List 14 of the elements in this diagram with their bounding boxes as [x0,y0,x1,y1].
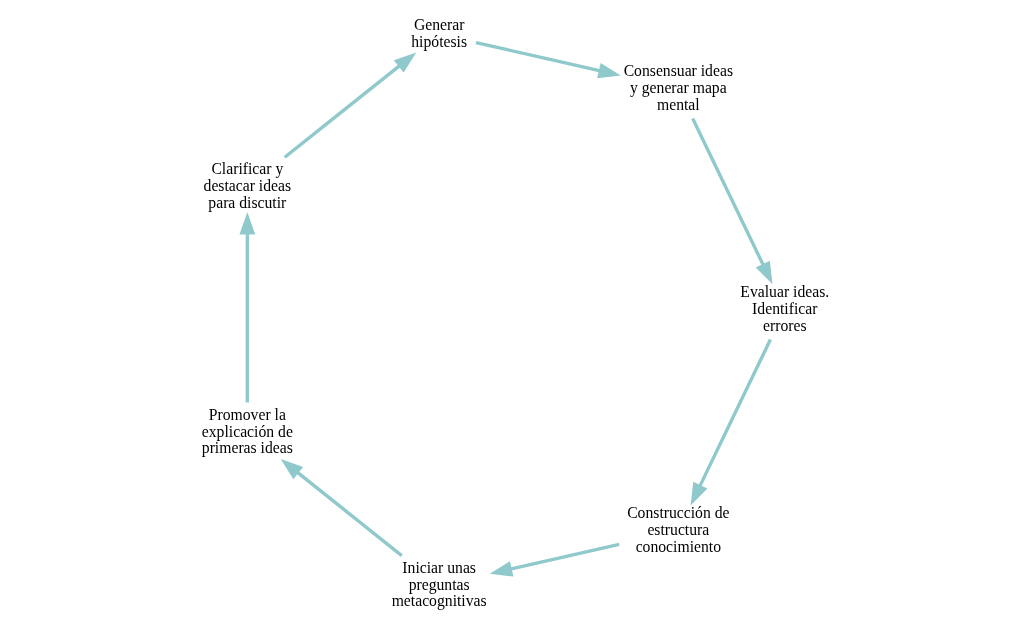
node-text: Consensuar ideas y generar mapa mental [623,62,733,113]
arrow [283,52,416,159]
arrow [280,459,403,557]
arrow [238,211,255,403]
arrow [690,338,772,506]
arrow [489,542,620,577]
node-text: Generar hipótesis [410,15,467,50]
arrow [690,117,773,285]
node-text: Promover la explicación de primeras ideas [201,405,293,457]
node-text: Clarificar y destacar ideas para discutir [203,160,291,212]
node-text: Construcción de estructura conocimiento [626,504,730,555]
node-text: Iniciar unas preguntas metacognitivas [391,558,487,610]
arrow [475,40,621,79]
node-text: Evaluar ideas. Identificar errores [739,283,829,334]
